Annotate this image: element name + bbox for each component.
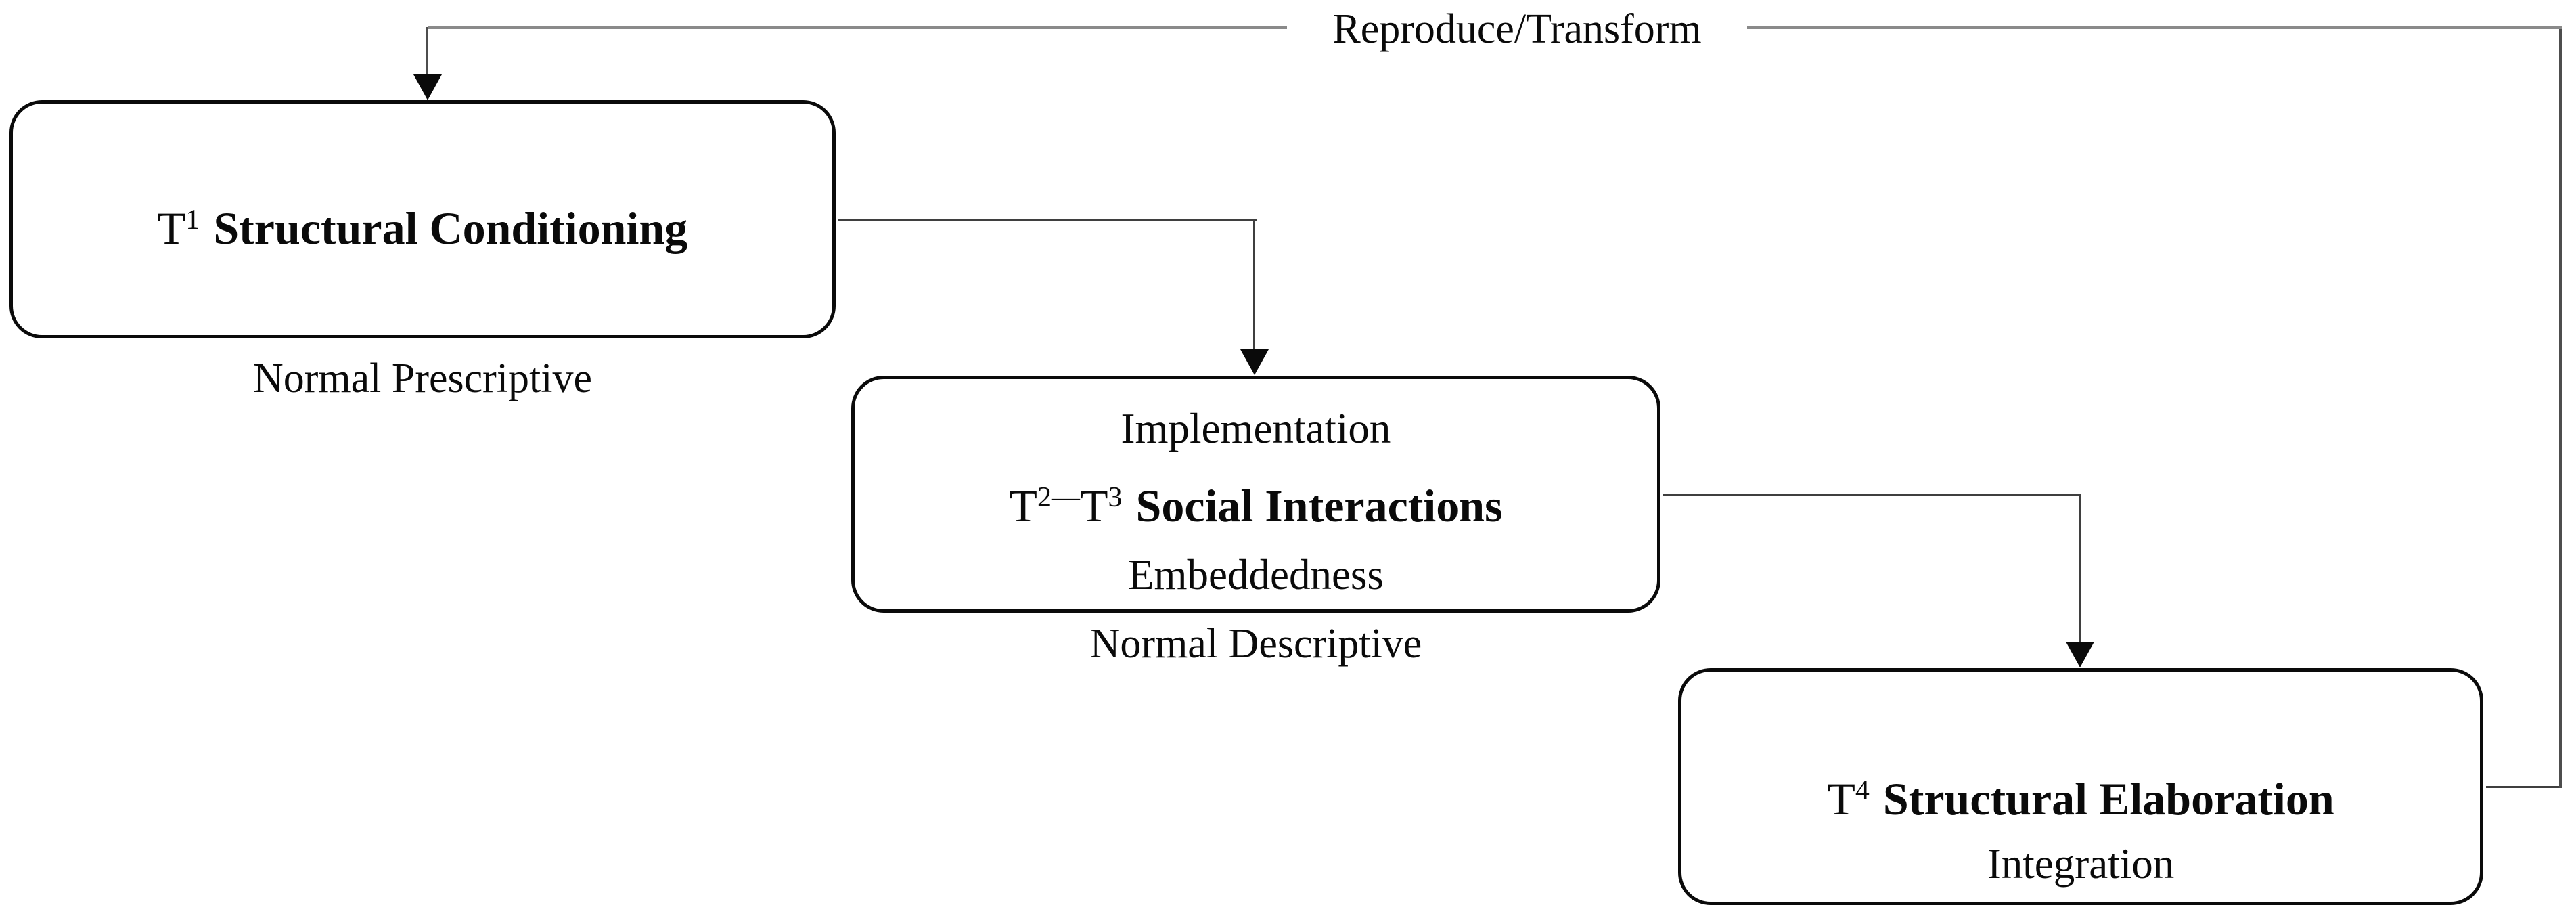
arrowhead-into-structural-conditioning [413, 74, 442, 100]
reproduce-transform-label: Reproduce/Transform [1287, 5, 1747, 53]
loop-drop-into-box1-vertical-line [426, 27, 428, 77]
time-symbol-t3: T [1079, 480, 1108, 531]
arrow-box2-to-box3-vertical-line [2079, 494, 2081, 643]
structural-elaboration-box: T4 Structural Elaboration Integration [1678, 668, 2483, 905]
integration-label: Integration [1987, 840, 2175, 888]
time-superscript-2: 2 [1037, 482, 1052, 513]
loop-right-vertical-line [2559, 27, 2562, 788]
time-symbol-t4: T [1827, 773, 1855, 825]
social-interactions-label: Social Interactions [1135, 480, 1503, 531]
implementation-label: Implementation [1121, 405, 1391, 452]
loop-box3-exit-horizontal-line [2486, 786, 2562, 788]
time-symbol-t2: T [1009, 480, 1037, 531]
arrowhead-into-structural-elaboration [2066, 642, 2094, 667]
structural-conditioning-label: Structural Conditioning [213, 202, 688, 254]
time-range-dash: — [1051, 482, 1080, 513]
time-superscript-3: 3 [1108, 482, 1123, 513]
time-superscript-4: 4 [1855, 775, 1870, 806]
time-superscript-1: 1 [185, 204, 200, 236]
structural-elaboration-label: Structural Elaboration [1882, 773, 2334, 825]
time-symbol-t1: T [157, 202, 186, 254]
embeddedness-label: Embeddedness [1128, 551, 1384, 598]
structural-elaboration-title: T4 Structural Elaboration [1827, 758, 2334, 831]
loop-top-left-horizontal-line [428, 26, 1287, 29]
normal-prescriptive-caption: Normal Prescriptive [252, 355, 593, 401]
loop-top-right-horizontal-line [1747, 26, 2562, 29]
arrow-box1-to-box2-horizontal-line [838, 219, 1257, 221]
arrowhead-into-social-interactions [1240, 349, 1269, 375]
arrow-box2-to-box3-horizontal-line [1663, 494, 2081, 496]
structural-conditioning-box: T1 Structural Conditioning [9, 100, 836, 338]
structural-conditioning-title: T1 Structural Conditioning [158, 185, 687, 263]
arrow-box1-to-box2-vertical-line [1253, 219, 1255, 351]
normal-descriptive-caption: Normal Descriptive [1089, 621, 1422, 667]
